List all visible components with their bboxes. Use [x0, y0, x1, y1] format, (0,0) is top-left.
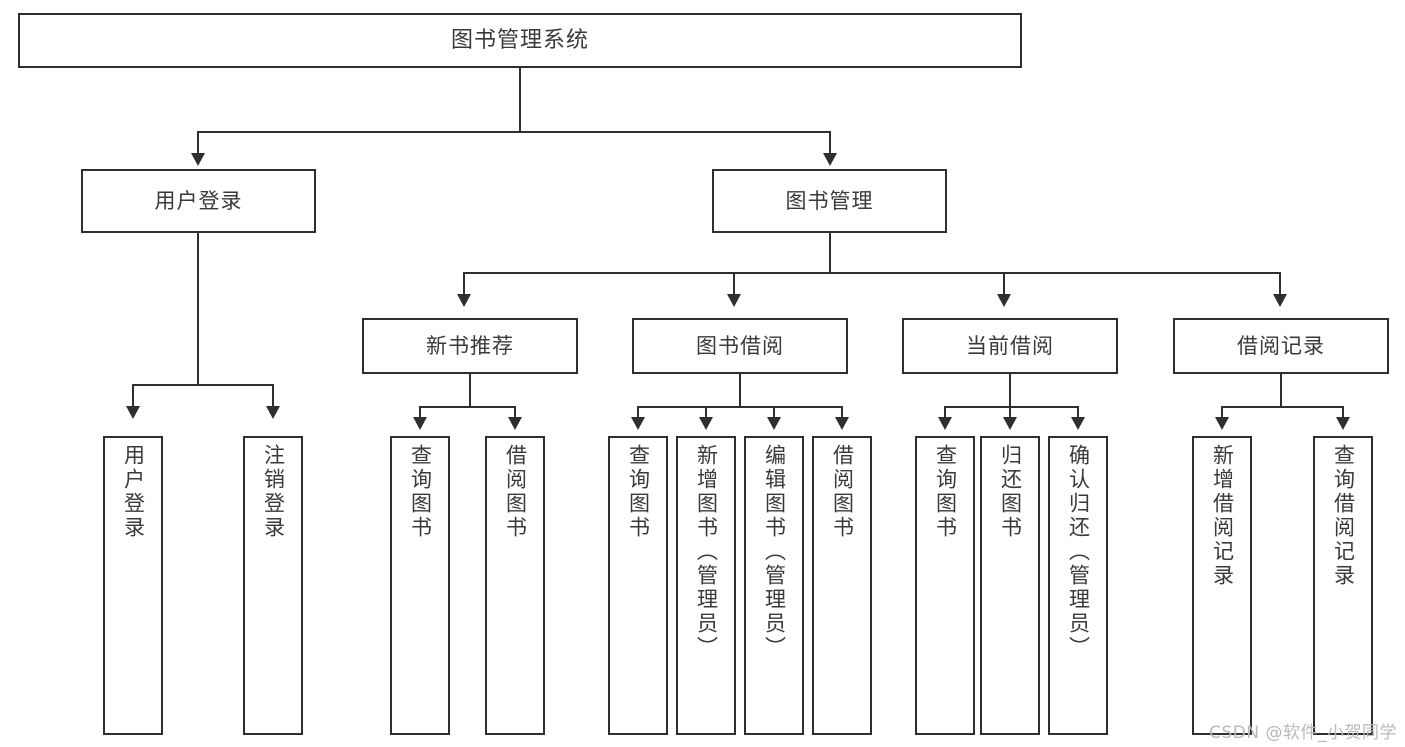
node-label: 图书管理系统: [450, 27, 589, 53]
connector-user-login-drop-1: [132, 384, 134, 408]
arrowhead-book-mgmt: [823, 153, 837, 166]
arrowhead-book-borrow: [727, 294, 741, 307]
arrowhead-borrow-record: [1273, 294, 1287, 307]
node-new-book-recommend[interactable]: 新书推荐: [362, 318, 578, 374]
connector-br-drop-1: [1221, 406, 1223, 418]
leaf-label: 编辑图书（管理员）: [762, 444, 787, 660]
leaf-br-query-record[interactable]: 查询借阅记录: [1313, 436, 1373, 735]
watermark-text: CSDN @软件_小贺同学: [1209, 723, 1397, 743]
leaf-label: 查询图书: [626, 444, 651, 540]
leaf-label: 查询图书: [933, 444, 958, 540]
leaf-bb-edit-book-admin[interactable]: 编辑图书（管理员）: [744, 436, 804, 735]
leaf-nb-query-book[interactable]: 查询图书: [390, 436, 450, 735]
node-label: 用户登录: [154, 188, 243, 213]
connector-book-mgmt-drop-2: [733, 272, 735, 296]
arrowhead-nb-leaf-1: [413, 417, 427, 430]
leaf-bb-add-book-admin[interactable]: 新增图书（管理员）: [676, 436, 736, 735]
node-root-system[interactable]: 图书管理系统: [18, 13, 1022, 68]
connector-new-book-drop-2: [514, 406, 516, 418]
arrowhead-cb-leaf-2: [1003, 417, 1017, 430]
leaf-label: 查询图书: [408, 444, 433, 540]
connector-user-login-bus: [133, 384, 274, 386]
connector-book-mgmt-stem: [829, 233, 831, 272]
connector-book-borrow-stem: [739, 374, 741, 406]
connector-bb-drop-3: [773, 406, 775, 418]
arrowhead-leaf-user-login: [126, 406, 140, 419]
leaf-label: 借阅图书: [830, 444, 855, 540]
leaf-br-add-record[interactable]: 新增借阅记录: [1192, 436, 1252, 735]
arrowhead-bb-leaf-3: [767, 417, 781, 430]
connector-new-book-bus: [420, 406, 516, 408]
leaf-cb-confirm-return-admin[interactable]: 确认归还（管理员）: [1048, 436, 1108, 735]
arrowhead-cb-leaf-3: [1071, 417, 1085, 430]
leaf-label: 新增图书（管理员）: [694, 444, 719, 660]
leaf-bb-borrow-book[interactable]: 借阅图书: [812, 436, 872, 735]
node-label: 图书管理: [785, 188, 874, 213]
node-label: 图书借阅: [696, 333, 784, 358]
node-user-login[interactable]: 用户登录: [81, 169, 316, 233]
connector-book-mgmt-drop-1: [463, 272, 465, 296]
leaf-cb-return-book[interactable]: 归还图书: [980, 436, 1040, 735]
leaf-label: 借阅图书: [503, 444, 528, 540]
connector-root-bus: [198, 131, 831, 133]
connector-book-mgmt-bus: [463, 272, 1280, 274]
arrowhead-current-borrow: [997, 294, 1011, 307]
connector-cb-drop-3: [1077, 406, 1079, 418]
node-label: 新书推荐: [426, 333, 514, 358]
leaf-logout[interactable]: 注销登录: [243, 436, 303, 735]
connector-cb-drop-2: [1009, 406, 1011, 418]
connector-borrow-record-stem: [1280, 374, 1282, 406]
node-label: 借阅记录: [1237, 333, 1325, 358]
connector-root-stem: [519, 68, 521, 131]
connector-root-to-book-mgmt: [829, 131, 831, 155]
arrowhead-bb-leaf-2: [699, 417, 713, 430]
connector-user-login-drop-2: [272, 384, 274, 408]
arrowhead-cb-leaf-1: [938, 417, 952, 430]
arrowhead-bb-leaf-1: [631, 417, 645, 430]
arrowhead-br-leaf-2: [1336, 417, 1350, 430]
connector-new-book-stem: [469, 374, 471, 406]
connector-book-borrow-bus: [638, 406, 843, 408]
arrowhead-nb-leaf-2: [508, 417, 522, 430]
connector-user-login-stem: [197, 233, 199, 384]
connector-new-book-drop-1: [419, 406, 421, 418]
arrowhead-new-book-recommend: [457, 294, 471, 307]
connector-br-drop-2: [1342, 406, 1344, 418]
leaf-cb-query-book[interactable]: 查询图书: [915, 436, 975, 735]
arrowhead-br-leaf-1: [1215, 417, 1229, 430]
leaf-label: 归还图书: [998, 444, 1023, 540]
leaf-label: 用户登录: [121, 444, 146, 540]
arrowhead-leaf-logout: [266, 406, 280, 419]
node-book-management[interactable]: 图书管理: [712, 169, 947, 233]
connector-current-borrow-stem: [1009, 374, 1011, 406]
connector-root-to-user-login: [197, 131, 199, 155]
leaf-user-login[interactable]: 用户登录: [103, 436, 163, 735]
leaf-bb-query-book[interactable]: 查询图书: [608, 436, 668, 735]
leaf-label: 确认归还（管理员）: [1066, 444, 1091, 660]
node-label: 当前借阅: [966, 333, 1054, 358]
connector-current-borrow-bus: [945, 406, 1079, 408]
connector-borrow-record-bus: [1222, 406, 1344, 408]
connector-book-mgmt-drop-4: [1279, 272, 1281, 296]
connector-bb-drop-1: [637, 406, 639, 418]
leaf-nb-borrow-book[interactable]: 借阅图书: [485, 436, 545, 735]
connector-cb-drop-1: [944, 406, 946, 418]
connector-bb-drop-4: [841, 406, 843, 418]
node-book-borrow[interactable]: 图书借阅: [632, 318, 848, 374]
node-borrow-record[interactable]: 借阅记录: [1173, 318, 1389, 374]
leaf-label: 新增借阅记录: [1210, 444, 1235, 588]
connector-bb-drop-2: [705, 406, 707, 418]
arrowhead-user-login: [191, 153, 205, 166]
leaf-label: 注销登录: [261, 444, 286, 540]
leaf-label: 查询借阅记录: [1331, 444, 1356, 588]
connector-book-mgmt-drop-3: [1003, 272, 1005, 296]
arrowhead-bb-leaf-4: [835, 417, 849, 430]
node-current-borrow[interactable]: 当前借阅: [902, 318, 1118, 374]
